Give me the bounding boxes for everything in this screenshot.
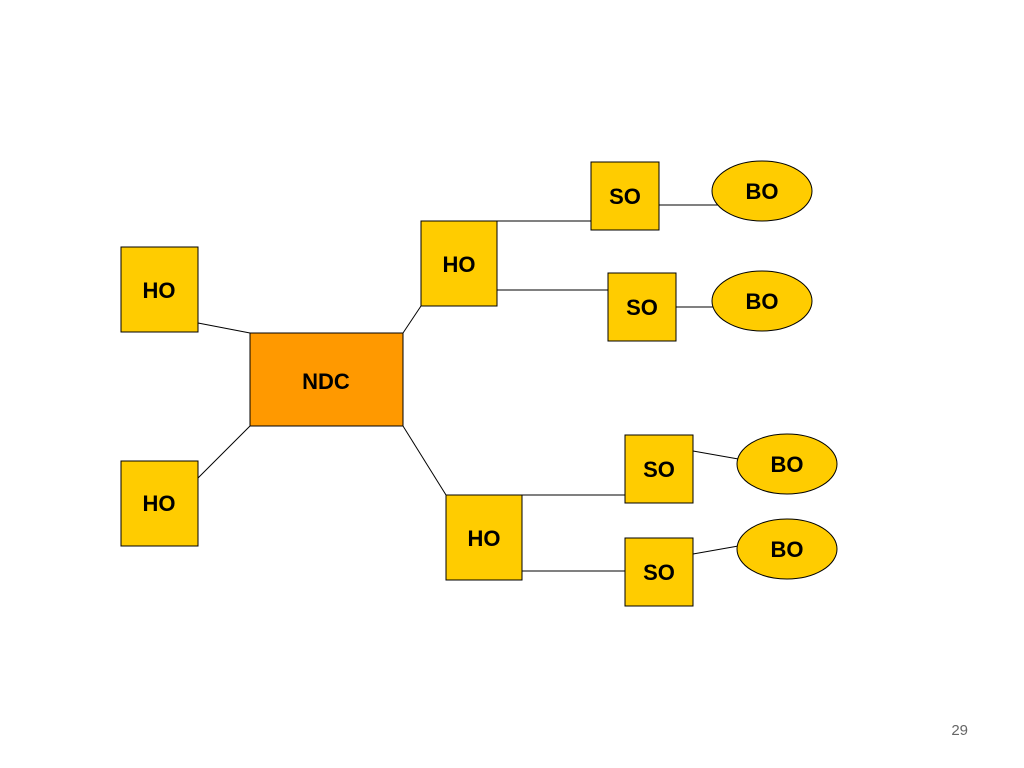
- connector-so-bo-4: [692, 544, 745, 555]
- bo-node: BO: [736, 433, 838, 495]
- ho-box: [120, 246, 199, 333]
- bo-ellipse: [711, 270, 813, 332]
- connector-hub-left-ho-top: [197, 322, 251, 334]
- connector-so-bo-3: [692, 450, 745, 461]
- bo-ellipse: [711, 160, 813, 222]
- bo-node: BO: [711, 270, 813, 332]
- so-box: [590, 161, 660, 231]
- left-ho-node: HO: [120, 460, 199, 547]
- bo-ellipse: [736, 518, 838, 580]
- bo-label: BO: [771, 452, 804, 477]
- so-box: [624, 434, 694, 504]
- bo-ellipse: [736, 433, 838, 495]
- ndc-node: NDC: [249, 332, 404, 427]
- connector-hub-right-ho-bottom: [402, 425, 447, 496]
- right-ho-node: HO: [445, 494, 523, 581]
- connector-hub-left-ho-bottom: [197, 425, 251, 479]
- page-number: 29: [951, 722, 968, 739]
- ho-label: HO: [143, 278, 176, 303]
- connector-hub-right-ho-top: [402, 305, 422, 334]
- ho-label: HO: [143, 491, 176, 516]
- so-node: SO: [607, 272, 677, 342]
- so-node: SO: [624, 434, 694, 504]
- ndc-label: NDC: [302, 369, 350, 394]
- ho-label: HO: [468, 526, 501, 551]
- so-label: SO: [609, 184, 641, 209]
- ho-box: [120, 460, 199, 547]
- ho-box: [420, 220, 498, 307]
- ndc-box: [249, 332, 404, 427]
- ho-label: HO: [443, 252, 476, 277]
- bo-node: BO: [736, 518, 838, 580]
- bo-label: BO: [746, 179, 779, 204]
- ho-box: [445, 494, 523, 581]
- connectors: [197, 204, 745, 572]
- bo-label: BO: [746, 289, 779, 314]
- so-node: SO: [624, 537, 694, 607]
- so-label: SO: [643, 457, 675, 482]
- bo-label: BO: [771, 537, 804, 562]
- so-label: SO: [643, 560, 675, 585]
- so-box: [624, 537, 694, 607]
- right-ho-node: HO: [420, 220, 498, 307]
- so-box: [607, 272, 677, 342]
- so-label: SO: [626, 295, 658, 320]
- left-ho-node: HO: [120, 246, 199, 333]
- bo-node: BO: [711, 160, 813, 222]
- so-node: SO: [590, 161, 660, 231]
